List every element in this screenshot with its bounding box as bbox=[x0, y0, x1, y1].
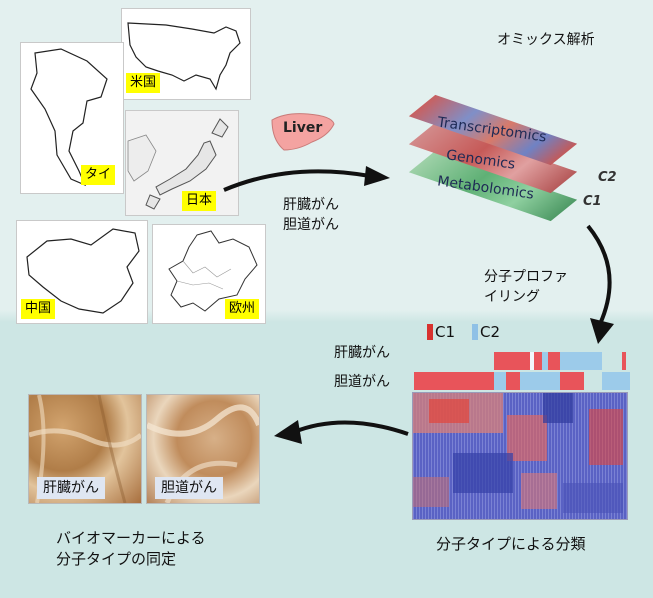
biliary-tissue-image: 胆道がん bbox=[146, 394, 260, 504]
figure-title: オミックス解析 bbox=[497, 32, 595, 48]
japan-map[interactable]: 日本 bbox=[125, 110, 239, 216]
thailand-outline-icon bbox=[30, 48, 108, 187]
heatmap-row-biliary-label: 胆道がん bbox=[334, 374, 390, 390]
japan-outline-icon bbox=[127, 118, 229, 210]
profiling-step-line2: イリング bbox=[484, 289, 540, 305]
heatmap-row-liver-label: 肝臓がん bbox=[334, 345, 390, 361]
expression-heatmap bbox=[412, 392, 628, 520]
liver-tissue-image: 肝臓がん bbox=[28, 394, 142, 504]
cancer-type-biliary: 胆道がん bbox=[283, 217, 339, 233]
heatmap-cells-icon bbox=[413, 393, 627, 519]
china-outline-icon bbox=[26, 228, 140, 314]
profiling-step-line1: 分子プロファ bbox=[484, 269, 568, 285]
liver-icon bbox=[268, 110, 338, 154]
cluster-c2-label: C2 bbox=[598, 170, 617, 185]
cancer-type-liver: 肝臓がん bbox=[283, 197, 339, 213]
liver-tissue-label: 肝臓がん bbox=[37, 477, 105, 499]
liver-annotation-bar bbox=[414, 352, 630, 370]
thailand-label: タイ bbox=[81, 165, 116, 185]
biliary-annotation-bar bbox=[414, 372, 630, 390]
legend-c2-swatch bbox=[472, 324, 478, 340]
legend-c1-label: C1 bbox=[435, 323, 456, 341]
cluster-c1-label: C1 bbox=[583, 194, 602, 209]
classification-caption: 分子タイプによる分類 bbox=[436, 535, 586, 553]
usa-map[interactable]: 米国 bbox=[121, 8, 251, 100]
china-map[interactable]: 中国 bbox=[16, 220, 148, 324]
thailand-map[interactable]: タイ bbox=[20, 42, 124, 194]
liver-label: Liver bbox=[283, 120, 323, 136]
europe-outline-icon bbox=[168, 230, 258, 312]
usa-outline-icon bbox=[127, 22, 241, 91]
arrow-to-biomarkers-icon bbox=[274, 420, 409, 444]
biomarker-caption-line1: バイオマーカーによる bbox=[56, 529, 206, 547]
europe-label: 欧州 bbox=[225, 299, 260, 319]
legend-c1-swatch bbox=[427, 324, 433, 340]
biliary-tissue-label: 胆道がん bbox=[155, 477, 223, 499]
arrow-to-omics-icon bbox=[223, 166, 390, 192]
biomarker-caption-line2: 分子タイプの同定 bbox=[56, 550, 177, 568]
europe-map[interactable]: 欧州 bbox=[152, 224, 266, 324]
china-label: 中国 bbox=[21, 299, 56, 319]
usa-label: 米国 bbox=[126, 73, 161, 93]
japan-label: 日本 bbox=[182, 191, 217, 211]
arrow-to-heatmap-icon bbox=[586, 224, 614, 344]
legend-c2-label: C2 bbox=[480, 323, 501, 341]
